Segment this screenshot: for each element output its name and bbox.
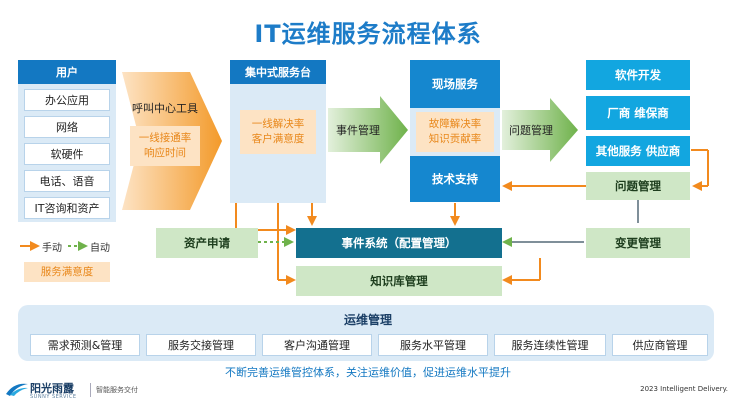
onsite-header: 现场服务 [410, 60, 500, 108]
users-item-phone: 电话、语音 [24, 170, 110, 192]
copyright: 2023 Intelligent Delivery. [640, 385, 728, 393]
other-supplier-box: 其他服务 供应商 [586, 136, 690, 166]
ops-mgmt-header: 运维管理 [343, 312, 392, 327]
ops-item-handover: 服务交接管理 [146, 334, 256, 356]
onsite-metric-2: 知识贡献率 [428, 133, 482, 145]
event-system-box: 事件系统（配置管理） [296, 228, 502, 258]
onsite-metrics: 故障解决率 知识贡献率 [416, 112, 494, 152]
software-dev-box: 软件开发 [586, 60, 690, 90]
problem-mgmt-arrow [502, 98, 578, 162]
onsite-metric-1: 故障解决率 [428, 118, 482, 130]
incident-mgmt-arrow [328, 96, 408, 164]
ops-item-demand: 需求预测&管理 [30, 334, 140, 356]
servicedesk-metric-2: 客户满意度 [251, 133, 305, 145]
servicedesk-metrics: 一线解决率 客户满意度 [240, 110, 316, 154]
callcenter-metric-1: 一线接通率 [138, 132, 192, 144]
users-item-office: 办公应用 [24, 89, 110, 111]
callcenter-metrics: 一线接通率 响应时间 [130, 126, 200, 166]
callcenter-label: 呼叫中心工具 [132, 101, 198, 115]
change-mgmt-box: 变更管理 [586, 228, 690, 258]
ops-item-service-level: 服务水平管理 [378, 334, 488, 356]
ops-item-supplier: 供应商管理 [612, 334, 708, 356]
servicedesk-header: 集中式服务台 [230, 60, 326, 84]
brand-subtitle: SUNNY SERVICE [30, 394, 77, 400]
tech-support: 技术支持 [410, 156, 500, 202]
users-header: 用户 [18, 60, 116, 84]
brand-divider [90, 383, 91, 397]
incident-mgmt-label: 事件管理 [336, 123, 380, 137]
legend-auto-label: 自动 [90, 242, 110, 254]
slogan: 不断完善运维管控体系，关注运维价值，促进运维水平提升 [225, 365, 511, 379]
page-title: IT运维服务流程体系 [254, 20, 482, 48]
brand-name: 阳光雨露 [30, 382, 74, 395]
vendor-box: 厂商 维保商 [586, 96, 690, 130]
legend-satisfaction: 服务满意度 [24, 262, 110, 282]
brand-logo-icon [6, 383, 28, 396]
users-item-consulting: IT咨询和资产 [24, 197, 110, 219]
users-panel [18, 60, 116, 222]
servicedesk-metric-1: 一线解决率 [251, 118, 305, 130]
ops-item-continuity: 服务连续性管理 [494, 334, 606, 356]
legend-manual-label: 手动 [42, 242, 62, 254]
problem-mgmt-box: 问题管理 [586, 172, 690, 200]
users-item-hardware: 软硬件 [24, 143, 110, 165]
asset-request-box: 资产申请 [156, 228, 258, 258]
users-item-network: 网络 [24, 116, 110, 138]
problem-mgmt-arrow-label: 问题管理 [509, 123, 553, 137]
callcenter-metric-2: 响应时间 [144, 147, 186, 159]
ops-item-communication: 客户沟通管理 [262, 334, 372, 356]
knowledge-mgmt-box: 知识库管理 [296, 266, 502, 296]
brand-tagline: 智能服务交付 [96, 386, 138, 394]
